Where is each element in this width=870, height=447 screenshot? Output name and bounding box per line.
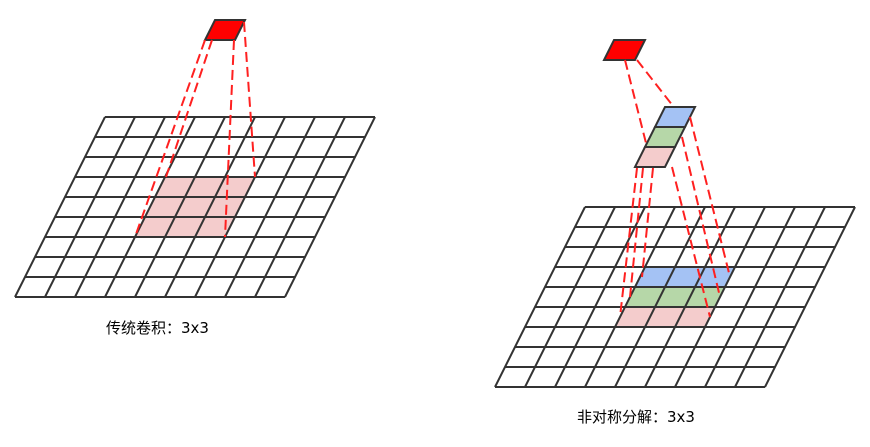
intermediate-cell-green [643,126,687,148]
projection-dashed-line [224,39,235,238]
projection-dashed-line [636,59,674,107]
projection-dashed-line [243,21,256,178]
grid-line-diagonal [674,206,766,388]
projection-dashed-line [629,167,644,298]
projection-dashed-line [165,39,213,178]
grid-line-diagonal [224,116,316,298]
receptive-row-blue [635,267,735,287]
grid-line-diagonal [104,116,196,298]
projection-dashed-line [671,166,711,318]
intermediate-cell-blue [653,106,697,128]
grid-line-diagonal [764,206,856,388]
grid-line-diagonal [14,116,106,298]
projection-dashed-line [689,116,731,278]
projection-dashed-line [619,167,638,318]
intermediate-cell-pink [633,146,677,168]
output-cell-asymmetric [602,39,647,61]
grid-line-diagonal [704,206,796,388]
grid-line-diagonal [254,116,346,298]
grid-line-diagonal [44,116,136,298]
caption-traditional-conv: 传统卷积：3x3 [106,319,209,337]
grid-line-diagonal [284,116,376,298]
projection-dashed-line [681,136,721,298]
projection-dashed-line [641,167,654,278]
grid-line-diagonal [74,116,166,298]
grid-line-diagonal [734,206,826,388]
grid-line-diagonal [194,116,286,298]
grid-line-diagonal [164,116,256,298]
projection-dashed-line [624,59,648,148]
output-cell-traditional [203,19,247,41]
grid-line-diagonal [614,206,706,388]
caption-asymmetric-decomposition: 非对称分解：3x3 [577,408,695,426]
receptive-row-green [625,287,725,307]
grid-line-diagonal [524,206,616,388]
grid-line-diagonal [494,206,586,388]
grid-line-diagonal [134,116,226,298]
receptive-row-pink [615,307,715,327]
projection-dashed-line [134,39,206,238]
